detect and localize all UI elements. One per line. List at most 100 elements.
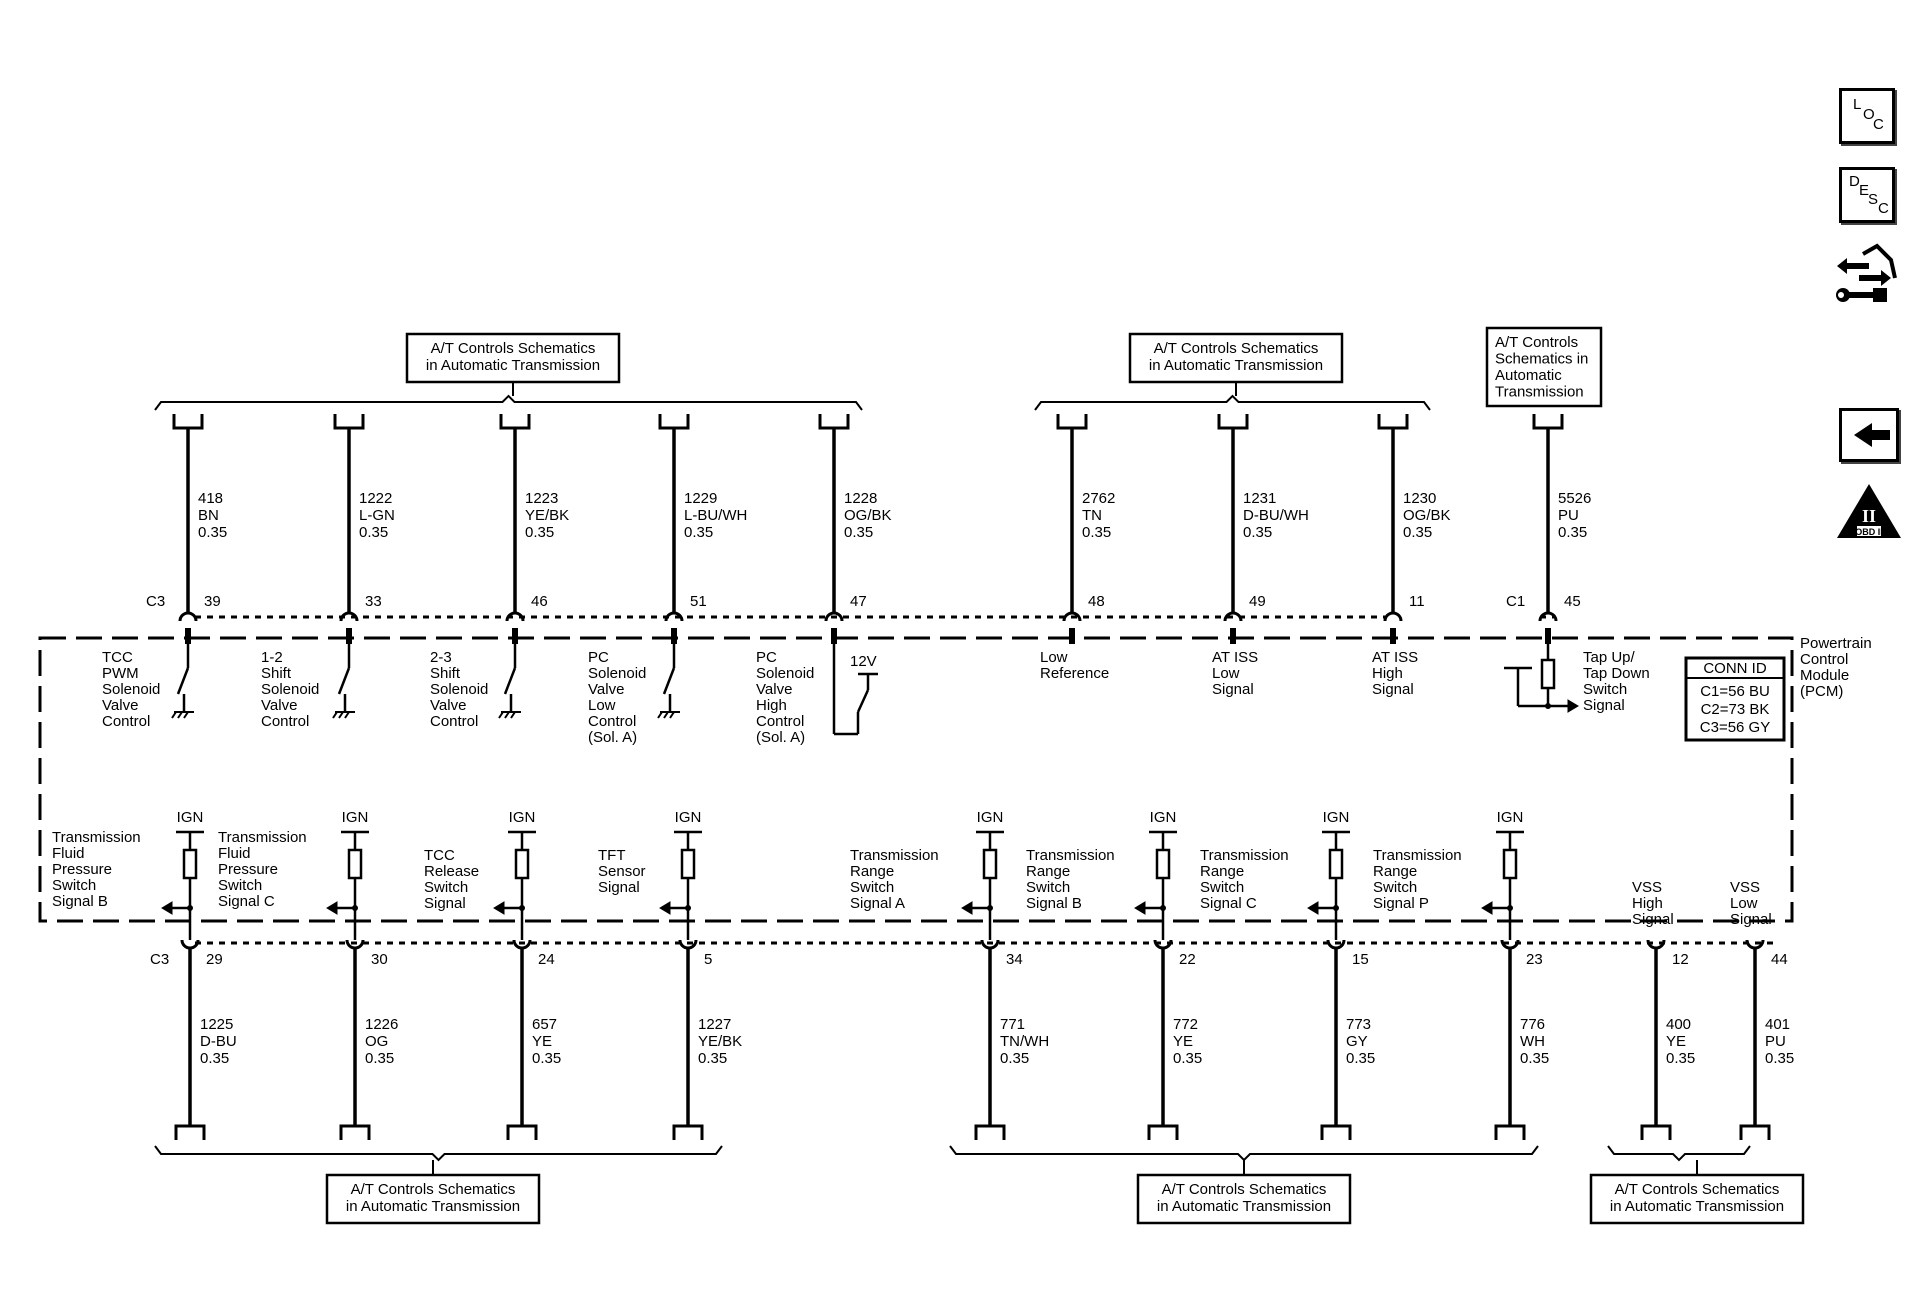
top-circuit-label: Signal xyxy=(1583,697,1625,714)
top-ref-box-3 xyxy=(1485,326,1603,408)
bottom-wire-color: WH xyxy=(1520,1033,1545,1050)
bottom-circuit-label: Range xyxy=(1026,863,1070,880)
top-wire-gauge: 0.35 xyxy=(525,524,554,541)
loc-letter-c: C xyxy=(1873,116,1884,133)
bottom-wire-circuit: 657 xyxy=(532,1016,557,1033)
bottom-wire-gauge: 0.35 xyxy=(1173,1050,1202,1067)
pcm-name-label: (PCM) xyxy=(1800,683,1843,700)
bottom-wire-gauge: 0.35 xyxy=(1520,1050,1549,1067)
pullup-resistor xyxy=(680,848,696,880)
bottom-pin-arc xyxy=(1153,939,1173,950)
bottom-pin-number: 30 xyxy=(371,951,388,968)
top-pin-arc xyxy=(178,611,198,622)
top-circuit-label: Shift xyxy=(430,665,461,682)
junction-dot xyxy=(519,905,525,911)
conn-id-entry: C3=56 GY xyxy=(1700,719,1770,736)
bottom-terminal xyxy=(1494,1124,1526,1140)
top-circuit-label: PC xyxy=(588,649,609,666)
bottom-circuit-label: Fluid xyxy=(52,845,85,862)
top-wire-circuit: 1230 xyxy=(1403,490,1436,507)
bottom-circuit-label: Signal C xyxy=(1200,895,1257,912)
top-ref-box-1-text: A/T Controls Schematics xyxy=(431,340,596,357)
bottom-bracket-2 xyxy=(949,1145,1539,1162)
desc-button[interactable]: D E S C xyxy=(1839,167,1895,223)
top-circuit-label: Signal xyxy=(1372,681,1414,698)
pcm-name-label: Powertrain xyxy=(1800,635,1872,652)
bottom-wire-gauge: 0.35 xyxy=(365,1050,394,1067)
top-pin-number: 45 xyxy=(1564,593,1581,610)
top-wire-circuit: 1229 xyxy=(684,490,717,507)
top-bracket-2 xyxy=(1034,394,1431,411)
bottom-terminal xyxy=(1739,1124,1771,1140)
top-wire-circuit: 1222 xyxy=(359,490,392,507)
top-circuit-label: (Sol. A) xyxy=(756,729,805,746)
bottom-circuit-label: Signal xyxy=(424,895,466,912)
top-pin-tab xyxy=(1069,628,1075,644)
top-circuit-label: Tap Up/ xyxy=(1583,649,1636,666)
bottom-wire-color: YE xyxy=(532,1033,552,1050)
bottom-terminal xyxy=(1640,1124,1672,1140)
bottom-terminal xyxy=(339,1124,371,1140)
signal-arrow-icon xyxy=(1134,901,1146,915)
bottom-wire-color: YE/BK xyxy=(698,1033,742,1050)
connector-view-button[interactable] xyxy=(1833,240,1899,310)
top-circuit-label: Solenoid xyxy=(430,681,488,698)
top-pin-tab xyxy=(185,628,191,644)
bottom-circuit-label: Signal xyxy=(1632,911,1674,928)
top-ref-box-2-text: A/T Controls Schematics xyxy=(1154,340,1319,357)
top-pin-number: 33 xyxy=(365,593,382,610)
top-pin-arc xyxy=(664,611,684,622)
conn-id-box xyxy=(1684,656,1786,742)
top-wire-color: L-GN xyxy=(359,507,395,524)
top-terminal xyxy=(333,414,365,430)
obd-ii-label: OBD II xyxy=(1855,527,1883,537)
ign-label: IGN xyxy=(342,809,369,826)
loc-letter-l: L xyxy=(1853,96,1862,113)
bottom-circuit-label: Signal xyxy=(598,879,640,896)
top-wire-color: YE/BK xyxy=(525,507,569,524)
top-ref-box-3-text: Automatic xyxy=(1495,367,1562,384)
top-pin-tab xyxy=(1390,628,1396,644)
loc-button[interactable]: L O C xyxy=(1839,88,1895,144)
bottom-circuit-label: Signal B xyxy=(1026,895,1082,912)
bottom-pin-arc xyxy=(1326,939,1346,950)
top-ref-box-2 xyxy=(1128,332,1344,384)
bottom-pin-number: 15 xyxy=(1352,951,1369,968)
top-connector-id: C3 xyxy=(146,593,165,610)
top-circuit-label: AT ISS xyxy=(1212,649,1258,666)
bottom-circuit-label: Transmission xyxy=(218,829,307,846)
junction-dot xyxy=(1545,703,1551,709)
junction-dot xyxy=(1507,905,1513,911)
bottom-circuit-label: TCC xyxy=(424,847,455,864)
bottom-wire-color: YE xyxy=(1666,1033,1686,1050)
obd-ii-button[interactable]: II OBD II xyxy=(1835,482,1903,542)
input-arrow-icon xyxy=(1567,699,1579,713)
ground-icon xyxy=(171,711,194,719)
top-pin-number: 11 xyxy=(1409,593,1425,610)
top-circuit-label: (Sol. A) xyxy=(588,729,637,746)
top-circuit-label: Valve xyxy=(261,697,297,714)
junction-dot xyxy=(187,905,193,911)
top-circuit-label: Valve xyxy=(430,697,466,714)
bottom-ref-box-2 xyxy=(1136,1173,1352,1225)
bottom-circuit-label: Transmission xyxy=(1200,847,1289,864)
bottom-circuit-label: Signal A xyxy=(850,895,905,912)
bottom-connector-id: C3 xyxy=(150,951,169,968)
bottom-wire-color: OG xyxy=(365,1033,388,1050)
switch-blade xyxy=(176,667,190,695)
top-circuit-label: Signal xyxy=(1212,681,1254,698)
bottom-pin-number: 34 xyxy=(1006,951,1023,968)
bottom-pin-number: 5 xyxy=(704,951,712,968)
top-wire-color: TN xyxy=(1082,507,1102,524)
signal-arrow-icon xyxy=(1481,901,1493,915)
top-circuit-label: Control xyxy=(756,713,804,730)
bottom-bracket-3 xyxy=(1607,1145,1751,1162)
bottom-circuit-label: VSS xyxy=(1730,879,1760,896)
bottom-bracket-1 xyxy=(154,1145,723,1162)
back-button[interactable] xyxy=(1839,408,1899,462)
bottom-circuit-label: Switch xyxy=(850,879,894,896)
top-ref-box-3-text: A/T Controls xyxy=(1495,334,1578,351)
bottom-pin-arc xyxy=(980,939,1000,950)
pullup-resistor xyxy=(1155,848,1171,880)
